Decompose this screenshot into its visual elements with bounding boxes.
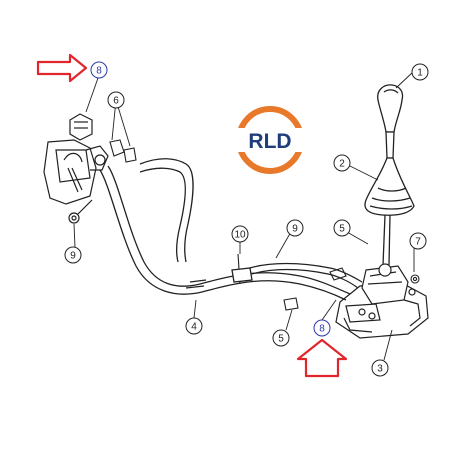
transmission-linkage-bracket xyxy=(43,113,109,224)
callout-2-label: 2 xyxy=(339,159,345,170)
callout-8-bottom-label: 8 xyxy=(319,324,325,335)
callout-9-left: 9 xyxy=(64,246,82,264)
callout-6: 6 xyxy=(107,91,125,109)
callout-3-label: 3 xyxy=(377,364,383,375)
callout-9-center-label: 9 xyxy=(292,224,298,235)
red-arrow-up-icon xyxy=(296,338,348,378)
callout-1-label: 1 xyxy=(417,68,423,79)
callout-8-top: 8 xyxy=(90,61,108,79)
callout-7: 7 xyxy=(409,232,427,250)
shift-knob-and-boot xyxy=(364,84,415,266)
bushing-part-7 xyxy=(410,274,420,284)
callout-5-lower-label: 5 xyxy=(278,334,284,345)
callout-4-label: 4 xyxy=(191,322,197,333)
callout-8-top-label: 8 xyxy=(96,66,102,77)
red-arrow-right-icon xyxy=(36,53,88,83)
callout-2: 2 xyxy=(333,154,351,172)
logo-text: RLD xyxy=(248,130,291,153)
clip-part-6 xyxy=(109,139,137,163)
callout-5-lower: 5 xyxy=(272,329,290,347)
shift-cable xyxy=(99,158,351,301)
callout-4: 4 xyxy=(185,317,203,335)
callout-7-label: 7 xyxy=(415,237,421,248)
callout-9-center: 9 xyxy=(286,219,304,237)
callout-8-bottom: 8 xyxy=(313,319,331,337)
callout-6-label: 6 xyxy=(113,96,119,107)
callout-9-left-label: 9 xyxy=(70,251,76,262)
callout-5-upper: 5 xyxy=(333,219,351,237)
callout-10: 10 xyxy=(231,225,249,243)
clip-part-5-upper xyxy=(329,267,347,281)
clip-part-5-lower xyxy=(283,297,299,311)
callout-10-label: 10 xyxy=(234,230,246,241)
callout-3: 3 xyxy=(371,359,389,377)
shifter-base-assembly xyxy=(335,263,429,339)
callout-1: 1 xyxy=(411,63,429,81)
rld-logo: RLD xyxy=(236,106,304,174)
callout-5-upper-label: 5 xyxy=(339,224,345,235)
selector-cable-part-9 xyxy=(249,262,363,289)
